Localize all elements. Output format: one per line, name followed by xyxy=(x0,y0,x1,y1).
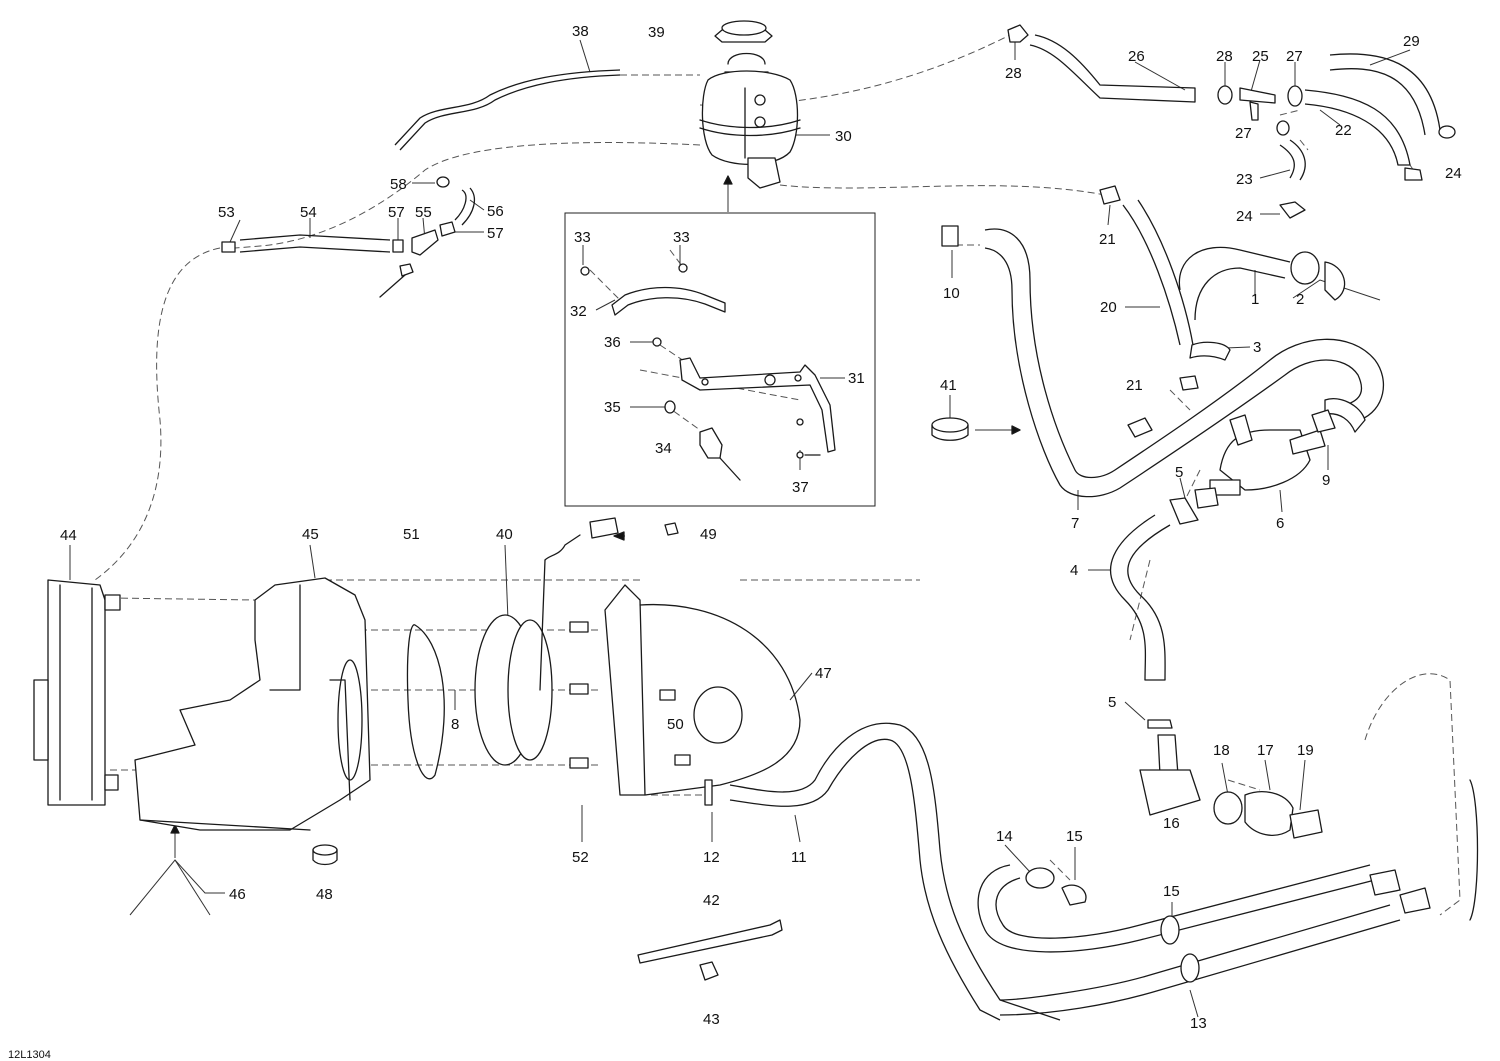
callout-44: 44 xyxy=(60,527,77,544)
callout-46: 46 xyxy=(229,886,246,903)
callout-11: 11 xyxy=(791,849,807,866)
callout-2: 2 xyxy=(1296,291,1304,308)
callout-48: 48 xyxy=(316,886,333,903)
callout-47: 47 xyxy=(815,665,832,682)
callout-5-a: 5 xyxy=(1175,464,1183,481)
callout-37: 37 xyxy=(792,479,809,496)
callout-6: 6 xyxy=(1276,515,1284,532)
callout-24-a: 24 xyxy=(1445,165,1462,182)
callout-54: 54 xyxy=(300,204,317,221)
callout-13: 13 xyxy=(1190,1015,1207,1032)
callout-55: 55 xyxy=(415,204,432,221)
vent-line-fittings[interactable] xyxy=(221,176,476,298)
callout-38: 38 xyxy=(572,23,589,40)
callout-40: 40 xyxy=(496,526,513,543)
callout-7: 7 xyxy=(1071,515,1079,532)
callout-5-b: 5 xyxy=(1108,694,1116,711)
engine-block-outline xyxy=(1364,673,1479,921)
callout-9: 9 xyxy=(1322,472,1330,489)
callout-31: 31 xyxy=(848,370,865,387)
callout-57-b: 57 xyxy=(487,225,504,242)
callout-49: 49 xyxy=(700,526,717,543)
callout-56: 56 xyxy=(487,203,504,220)
fan-40[interactable] xyxy=(474,517,619,766)
fan-shroud[interactable] xyxy=(134,577,371,831)
assembly-dashed-lines xyxy=(94,34,1421,881)
callout-19: 19 xyxy=(1297,742,1314,759)
callout-20: 20 xyxy=(1100,299,1117,316)
clamp-41[interactable] xyxy=(931,417,969,441)
callout-15-a: 15 xyxy=(1066,828,1083,845)
callout-17: 17 xyxy=(1257,742,1274,759)
callout-1: 1 xyxy=(1251,291,1259,308)
callout-21-a: 21 xyxy=(1099,231,1116,248)
callout-42: 42 xyxy=(703,892,720,909)
callout-39: 39 xyxy=(648,24,665,41)
callout-33-a: 33 xyxy=(574,229,591,246)
diagram-code: 12L1304 xyxy=(8,1049,51,1061)
callout-25: 25 xyxy=(1252,48,1269,65)
callout-41: 41 xyxy=(940,377,957,394)
callout-51: 51 xyxy=(403,526,420,543)
guard-47[interactable] xyxy=(604,522,801,796)
callout-32: 32 xyxy=(570,303,587,320)
rubber-mount-48[interactable] xyxy=(312,844,338,866)
callout-10: 10 xyxy=(943,285,960,302)
cable-tie-42[interactable] xyxy=(637,919,783,964)
callout-34: 34 xyxy=(655,440,672,457)
callout-29: 29 xyxy=(1403,33,1420,50)
callout-27-a: 27 xyxy=(1286,48,1303,65)
callout-50: 50 xyxy=(667,716,684,733)
hose-11[interactable] xyxy=(704,722,1061,1021)
callout-30: 30 xyxy=(835,128,852,145)
callout-8: 8 xyxy=(451,716,459,733)
callout-36: 36 xyxy=(604,334,621,351)
callout-22: 22 xyxy=(1335,122,1352,139)
hose-4-and-fitting-16[interactable] xyxy=(1109,514,1323,839)
part-callouts: 38 39 28 26 28 25 27 29 30 22 27 24 23 2… xyxy=(60,23,1462,1032)
callout-52: 52 xyxy=(572,849,589,866)
callout-4: 4 xyxy=(1070,562,1078,579)
callout-3: 3 xyxy=(1253,339,1261,356)
thermostat-hoses[interactable] xyxy=(941,185,1385,525)
gasket-51[interactable] xyxy=(406,624,445,780)
callout-33-b: 33 xyxy=(673,229,690,246)
callout-23: 23 xyxy=(1236,171,1253,188)
leader-lines xyxy=(69,38,1411,1018)
callout-16: 16 xyxy=(1163,815,1180,832)
clip-43[interactable] xyxy=(699,961,719,981)
callout-18: 18 xyxy=(1213,742,1230,759)
callout-45: 45 xyxy=(302,526,319,543)
callout-26: 26 xyxy=(1128,48,1145,65)
callout-53: 53 xyxy=(218,204,235,221)
callout-21-b: 21 xyxy=(1126,377,1143,394)
bracket-detail-box xyxy=(564,212,876,507)
lower-hoses[interactable] xyxy=(977,864,1431,1016)
callout-28-a: 28 xyxy=(1005,65,1022,82)
top-right-hoses[interactable] xyxy=(1007,24,1456,219)
callout-14: 14 xyxy=(996,828,1013,845)
callout-57-a: 57 xyxy=(388,204,405,221)
callout-28-b: 28 xyxy=(1216,48,1233,65)
callout-27-b: 27 xyxy=(1235,125,1252,142)
callout-12: 12 xyxy=(703,849,720,866)
bolts-52[interactable] xyxy=(569,621,589,769)
radiator[interactable] xyxy=(33,579,121,806)
expansion-tank[interactable] xyxy=(699,20,801,189)
callout-15-b: 15 xyxy=(1163,883,1180,900)
callout-43: 43 xyxy=(703,1011,720,1028)
callout-58: 58 xyxy=(390,176,407,193)
callout-24-b: 24 xyxy=(1236,208,1253,225)
callout-35: 35 xyxy=(604,399,621,416)
overflow-hose[interactable] xyxy=(394,69,621,151)
